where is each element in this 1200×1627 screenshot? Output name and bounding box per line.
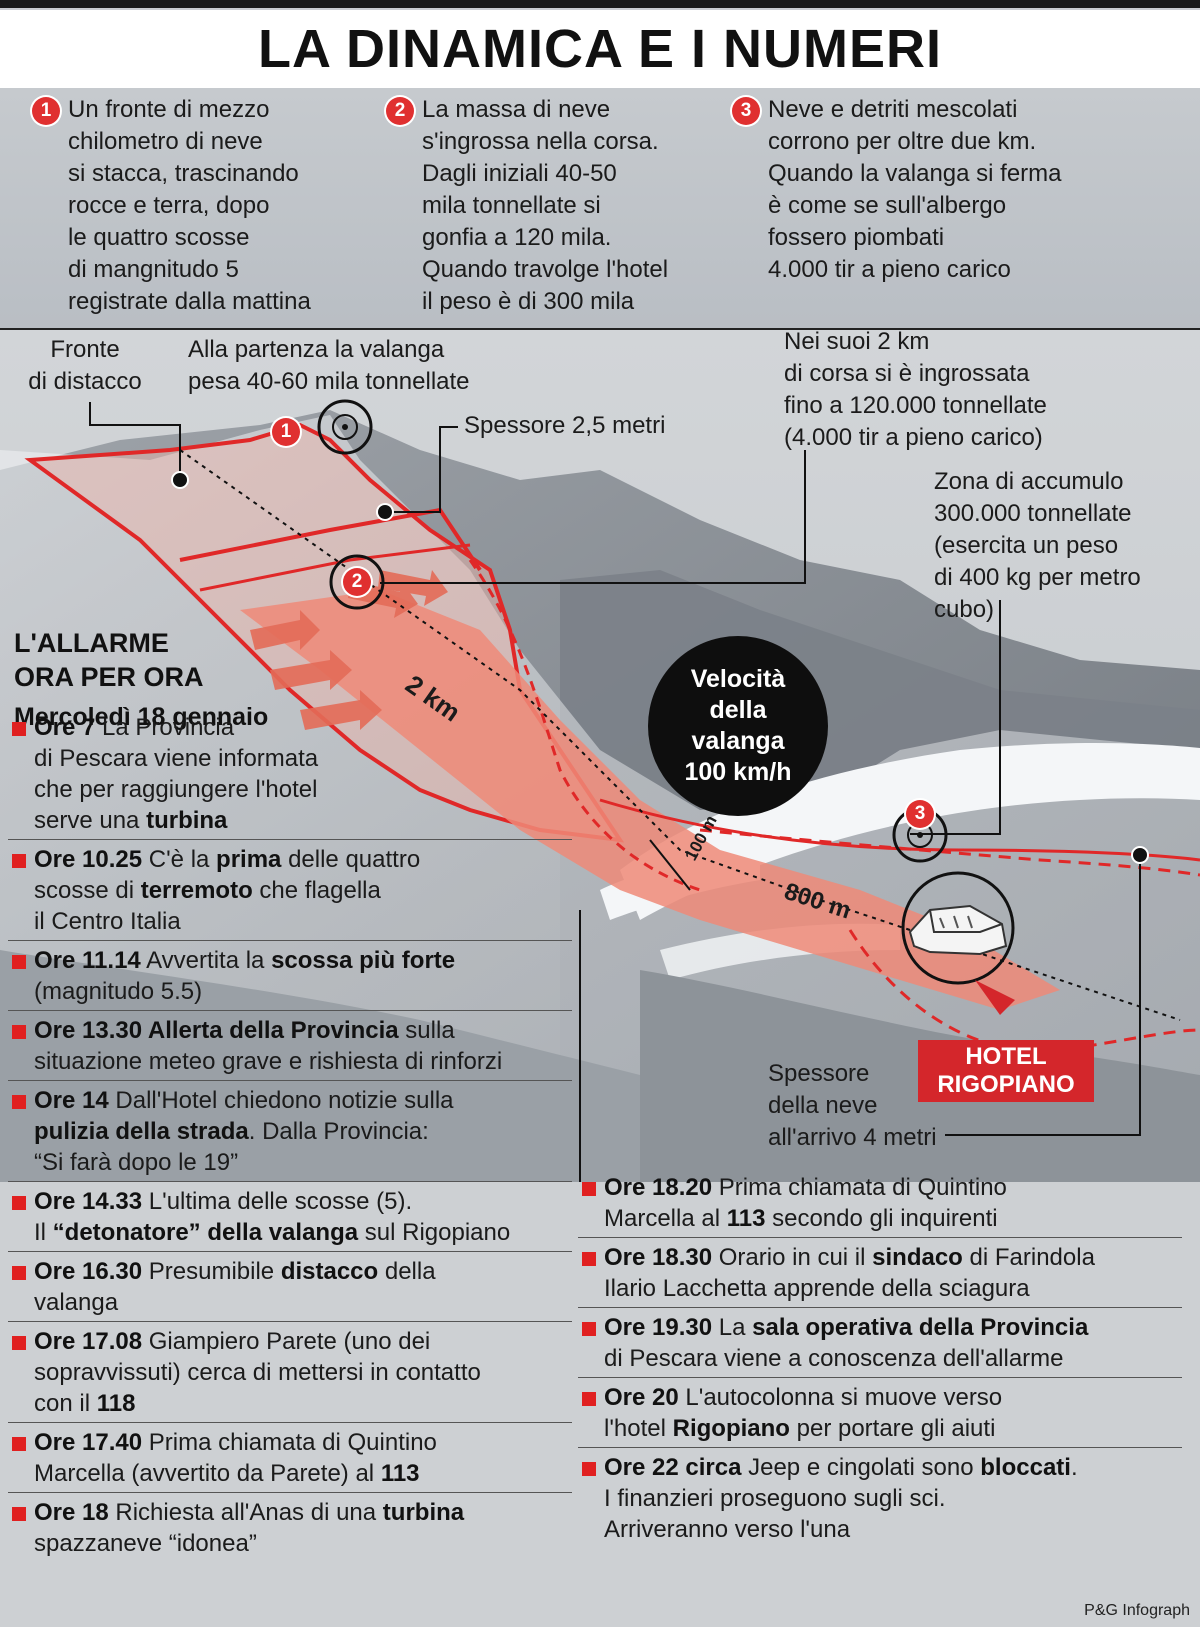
timeline-left-entry: Ore 14.33 L'ultima delle scosse (5).Il “…	[12, 1186, 572, 1248]
section-rule	[0, 328, 1200, 330]
timeline-separator	[8, 1492, 572, 1493]
bullet-square-icon	[12, 1266, 26, 1280]
timeline-left-entry: Ore 11.14 Avvertita la scossa più forte(…	[12, 945, 572, 1007]
timeline-separator	[8, 1080, 572, 1081]
timeline-left-entry: Ore 14 Dall'Hotel chiedono notizie sulla…	[12, 1085, 572, 1178]
intro-band	[0, 88, 1200, 328]
bullet-square-icon	[12, 854, 26, 868]
bullet-square-icon	[582, 1392, 596, 1406]
page-title: LA DINAMICA E I NUMERI	[0, 10, 1200, 88]
timeline-separator	[578, 1307, 1182, 1308]
timeline-separator	[8, 1321, 572, 1322]
marker-1-icon: 1	[272, 418, 300, 446]
hotel-icon	[908, 904, 1008, 956]
bullet-square-icon	[12, 955, 26, 969]
timeline-separator	[578, 1377, 1182, 1378]
timeline-separator	[578, 1447, 1182, 1448]
timeline-right-entry: Ore 22 circa Jeep e cingolati sono blocc…	[582, 1452, 1182, 1545]
bullet-square-icon	[12, 1507, 26, 1521]
timeline-left-entry-text: Ore 18 Richiesta all'Anas di una turbina…	[34, 1499, 465, 1557]
alarm-date: Mercoledì 18 gennaio	[14, 703, 269, 731]
bullet-square-icon	[582, 1252, 596, 1266]
avalanche-diagram	[0, 330, 1200, 1182]
marker-1-badge: 1	[32, 97, 60, 125]
timeline-separator	[8, 839, 572, 840]
timeline-left-entry-text: Ore 14.33 L'ultima delle scosse (5).Il “…	[34, 1188, 511, 1246]
timeline-left-entry: Ore 18 Richiesta all'Anas di una turbina…	[12, 1497, 572, 1559]
timeline-right-entry: Ore 18.30 Orario in cui il sindaco di Fa…	[582, 1242, 1182, 1304]
bullet-square-icon	[582, 1182, 596, 1196]
bullet-square-icon	[12, 1025, 26, 1039]
marker-2-icon: 2	[343, 568, 371, 596]
bullet-square-icon	[12, 722, 26, 736]
timeline-band	[0, 1182, 1200, 1627]
top-bar	[0, 0, 1200, 8]
timeline-separator	[8, 1251, 572, 1252]
avalanche-flow	[240, 590, 1060, 1010]
hotel-ring	[901, 871, 1015, 985]
bullet-square-icon	[12, 1437, 26, 1451]
timeline-right-entry-text: Ore 19.30 La sala operativa della Provin…	[604, 1314, 1089, 1372]
timeline-separator	[8, 940, 572, 941]
credit: P&G Infograph	[1084, 1602, 1190, 1619]
bullet-square-icon	[12, 1095, 26, 1109]
bullet-square-icon	[12, 1196, 26, 1210]
marker-2-badge: 2	[386, 97, 414, 125]
timeline-right-entry-text: Ore 18.30 Orario in cui il sindaco di Fa…	[604, 1244, 1095, 1302]
marker-2-ring	[329, 554, 385, 610]
timeline-right-entry: Ore 19.30 La sala operativa della Provin…	[582, 1312, 1182, 1374]
timeline-right-entry-text: Ore 22 circa Jeep e cingolati sono blocc…	[604, 1454, 1078, 1543]
marker-1-target	[317, 399, 373, 455]
timeline-left-entry-text: Ore 11.14 Avvertita la scossa più forte(…	[34, 947, 456, 1005]
bullet-square-icon	[12, 1336, 26, 1350]
marker-3-icon: 3	[906, 800, 934, 828]
marker-3-badge: 3	[732, 97, 760, 125]
timeline-separator	[578, 1237, 1182, 1238]
timeline-separator	[8, 1422, 572, 1423]
timeline-separator	[8, 1010, 572, 1011]
label-spessore-start: Spessore 2,5 metri	[464, 412, 666, 439]
bullet-square-icon	[582, 1462, 596, 1476]
bullet-square-icon	[582, 1322, 596, 1336]
timeline-left-entry-text: Ore 14 Dall'Hotel chiedono notizie sulla…	[34, 1087, 454, 1176]
timeline-separator	[8, 1181, 572, 1182]
